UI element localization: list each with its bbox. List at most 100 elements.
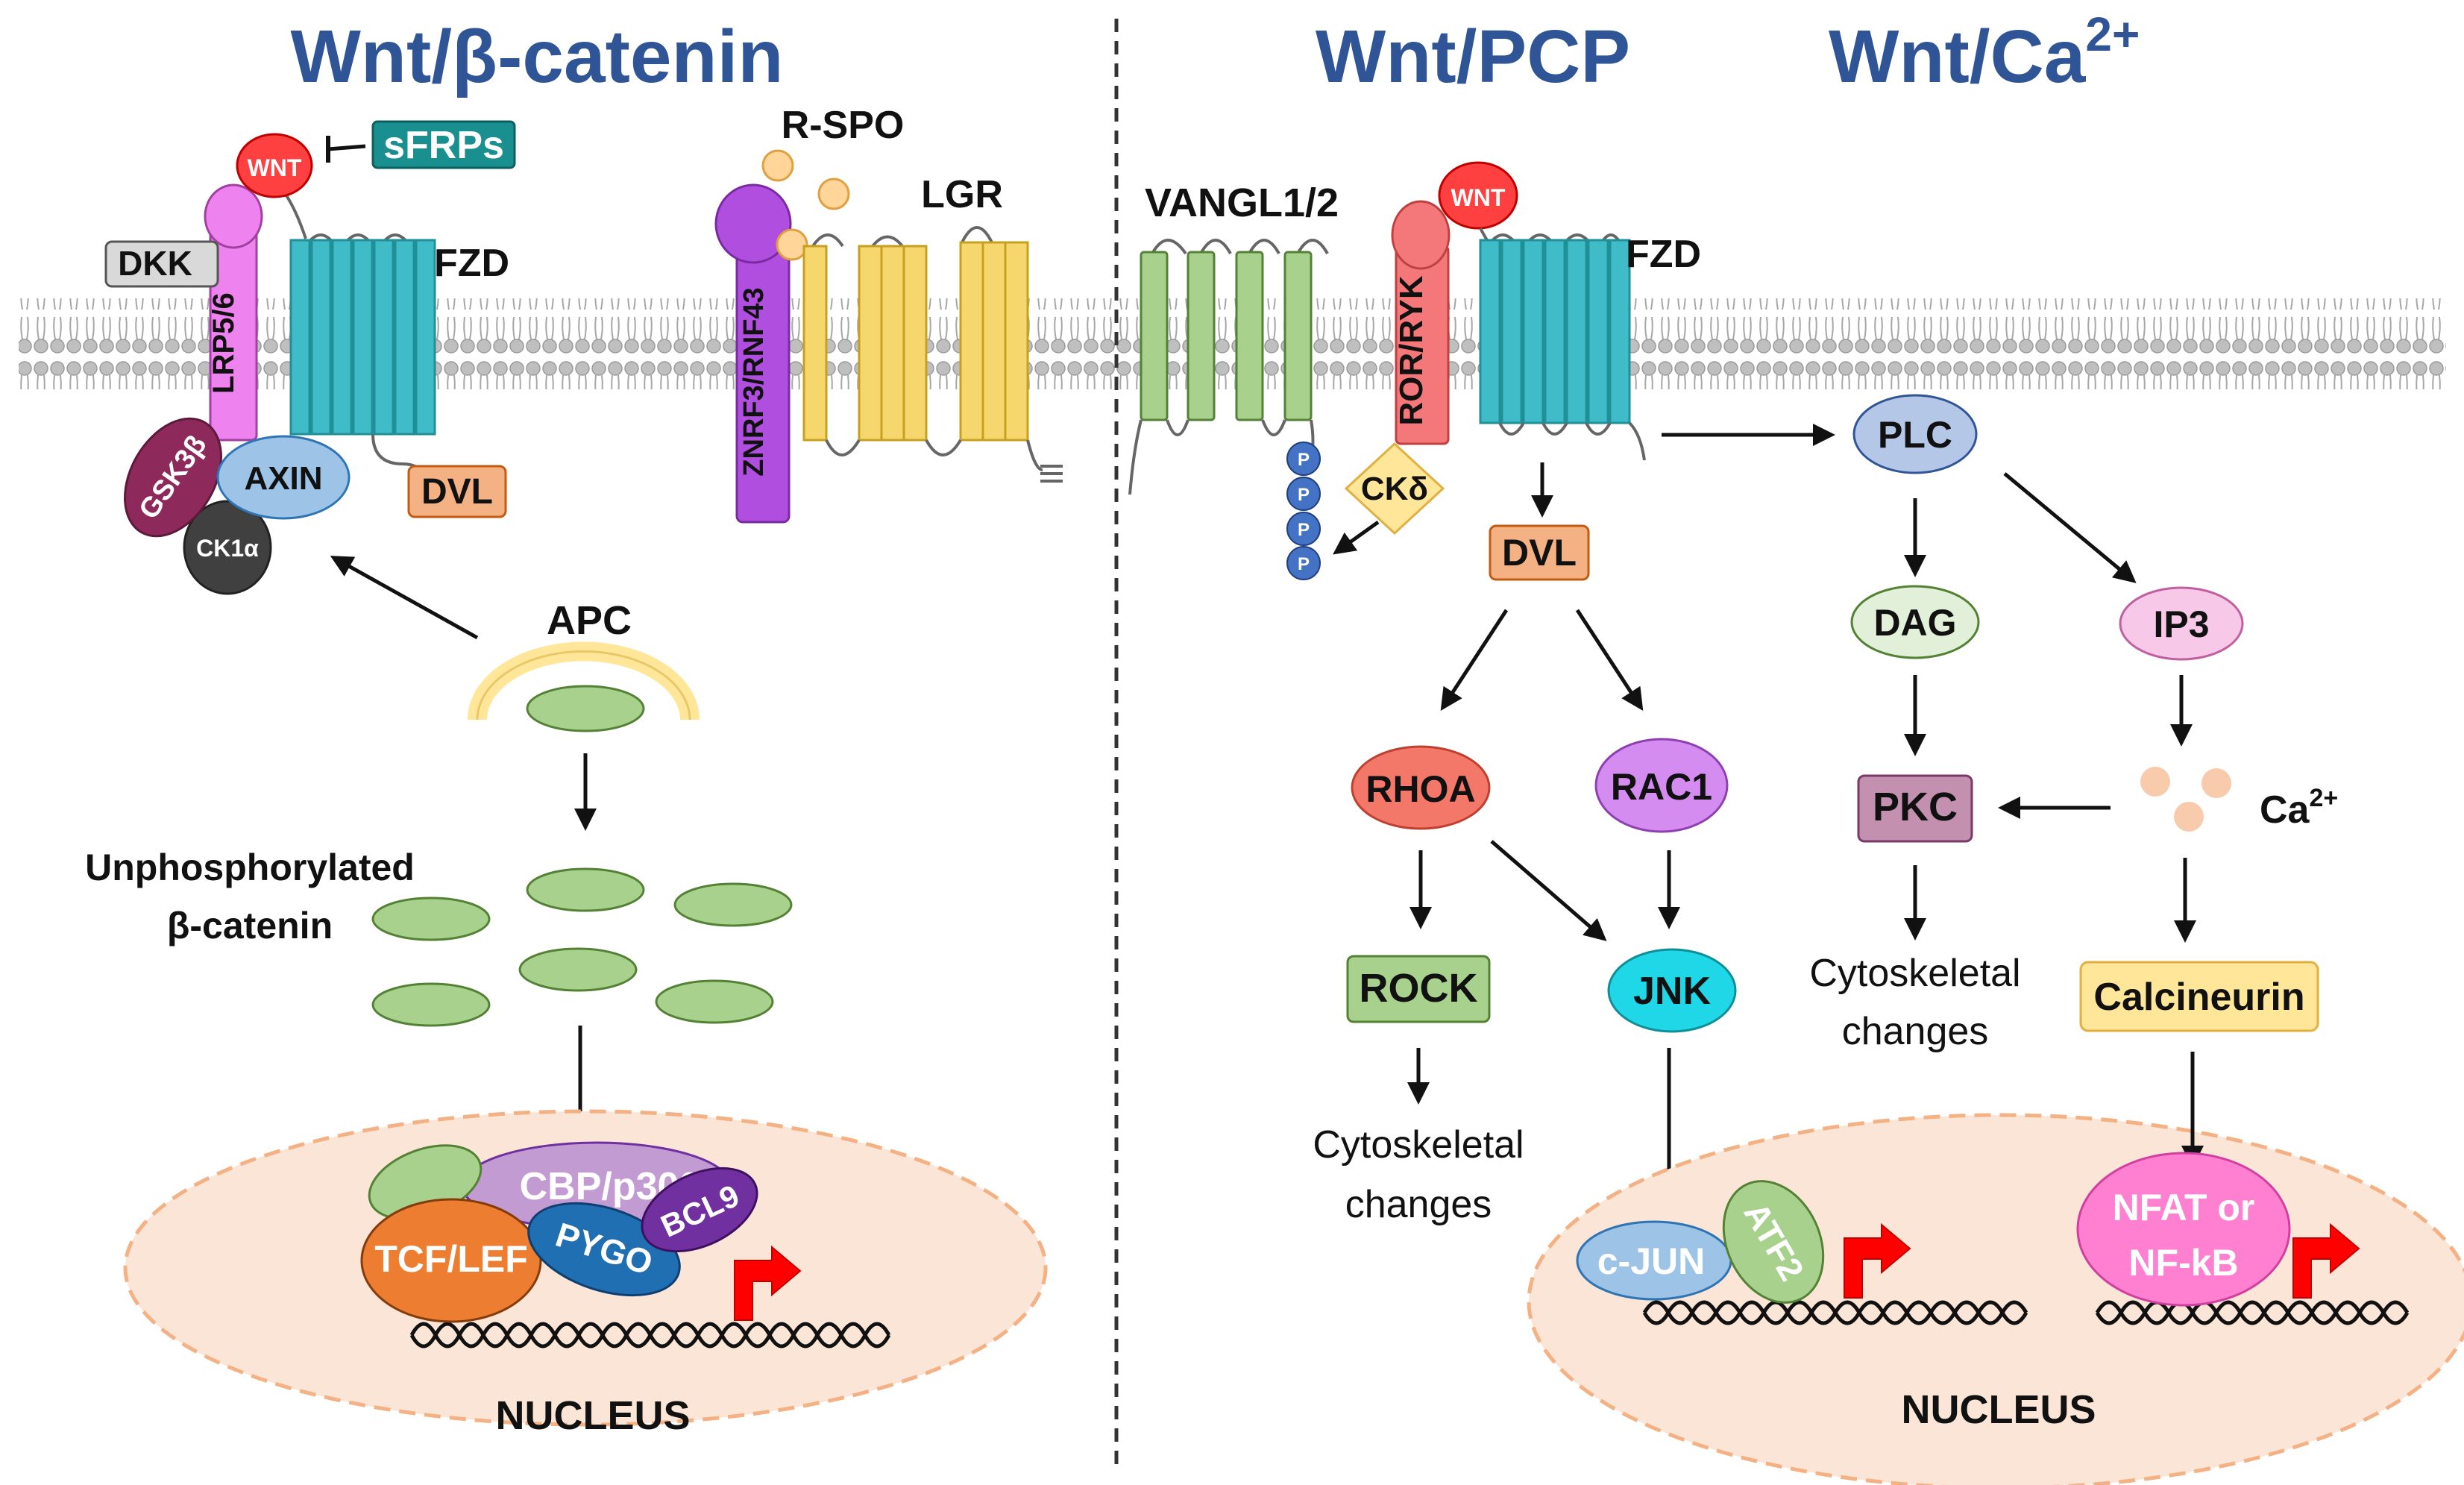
title-pcp: Wnt/PCP [1316,15,1630,98]
label-cyto2-line1: Cytoskeletal [1809,952,2020,995]
fzd-receptor-left [289,233,436,436]
jnk-protein [1607,948,1737,1033]
phospho-3 [1286,512,1321,546]
label-pkc: PKC [1873,785,1958,829]
phospho-label-3: P [1298,520,1310,540]
axin-protein [216,435,351,520]
fzd-receptor-right [1479,233,1646,461]
arrow-dvl-rac1 [1575,609,1644,712]
label-wnt-right: WNT [1451,184,1506,211]
beta-catenin-4 [518,947,638,992]
label-dvl-left: DVL [421,472,493,512]
beta-catenin-apc [526,685,645,732]
rspo-ball-3 [776,228,808,261]
label-nucleus-left: NUCLEUS [495,1393,690,1438]
rspo-ball-1 [761,149,794,182]
label-ip3: IP3 [2153,603,2209,645]
rspo-ball-2 [817,178,850,210]
dna-left [409,1322,891,1349]
beta-catenin-2 [371,897,491,941]
phospho-label-4: P [1298,554,1310,574]
dna-right-1 [1642,1300,2028,1325]
label-dag: DAG [1873,602,1956,644]
label-rac1: RAC1 [1611,766,1712,808]
label-ca: Ca2+ [2260,784,2338,832]
ckd-protein [1344,442,1445,536]
dvl-box-right [1489,524,1590,581]
label-calcineurin: Calcineurin [2093,976,2304,1019]
label-wnt-left: WNT [248,154,302,181]
phospho-1 [1286,442,1321,476]
wnt-ligand-right [1438,161,1518,230]
label-cjun: c-JUN [1597,1240,1705,1282]
rhoa-protein [1351,745,1491,830]
lgr-receptor [802,226,1063,483]
beta-catenin-3 [673,882,793,927]
label-lrp: LRP5/6 [207,292,240,394]
ck1a-protein [183,500,272,595]
arrow-apc-to-axin [330,556,479,640]
label-jnk: JNK [1633,970,1711,1013]
label-vangl: VANGL1/2 [1145,180,1339,225]
label-tcf: TCF/LEF [374,1238,528,1280]
label-unphos-1: Unphosphorylated [85,847,415,888]
calcineurin-box [2079,961,2319,1032]
label-rhoa: RHOA [1365,768,1475,810]
label-ror: ROR/RYK [1393,275,1430,425]
sfrps-box [371,120,516,169]
arrow-dvl-rhoa [1440,609,1509,712]
dag-protein [1850,585,1980,659]
transcription-arrow-right-1 [1844,1222,1911,1299]
calcium-ion-2 [2201,768,2231,798]
gsk3b-protein [124,417,222,538]
label-cyto1-line1: Cytoskeletal [1313,1123,1524,1167]
phospho-label-2: P [1298,485,1310,505]
label-unphos-2: β-catenin [167,905,333,946]
beta-catenin-5 [371,982,491,1027]
label-dkk: DKK [118,244,192,283]
label-ckd: CKδ [1361,471,1428,507]
dvl-box-left [407,465,507,518]
arrow-plc-ip3 [2003,472,2137,583]
plc-protein [1852,394,1978,474]
ror-head [1391,200,1451,270]
label-cyto1-line2: changes [1345,1183,1492,1226]
label-plc: PLC [1878,414,1952,456]
label-nucleus-right: NUCLEUS [1901,1387,2096,1432]
phospho-4 [1286,546,1321,580]
title-canonical: Wnt/β-catenin [291,15,784,98]
label-axin: AXIN [244,460,322,497]
arrow-ckd-phospho [1333,520,1380,555]
atf2-protein [1722,1180,1825,1304]
vangl-receptor [1128,239,1329,495]
label-fzd-right: FZD [1626,233,1701,276]
phospho-label-1: P [1298,450,1310,470]
label-rspo: R-SPO [782,104,905,147]
label-lgr: LGR [921,173,1003,216]
beta-catenin-6 [655,979,774,1024]
rac1-protein [1594,738,1729,833]
ip3-protein [2119,586,2244,661]
label-cyto2-line2: changes [1842,1010,1989,1053]
calcium-ion-3 [2174,802,2204,832]
bcl9-protein [641,1167,758,1253]
beta-catenin-1 [526,867,645,912]
label-nfat-1: NFAT or [2113,1187,2255,1228]
znrf-head [714,183,792,264]
rock-box [1346,955,1491,1023]
label-rock: ROCK [1360,966,1478,1011]
label-sfrps: sFRPs [383,124,504,167]
tcf-protein [360,1198,542,1323]
arrow-rhoa-jnk [1490,840,1607,941]
label-ck1a: CK1α [196,535,259,562]
calcium-ion-1 [2140,767,2170,797]
phospho-2 [1286,477,1321,511]
label-apc: APC [547,598,632,643]
dkk-box [104,240,219,288]
pkc-box [1857,774,1973,843]
nfat-protein [2076,1152,2291,1307]
title-calcium: Wnt/Ca2+ [1829,7,2140,98]
transcription-arrow-right-2 [2292,1222,2360,1299]
label-dvl-right: DVL [1502,532,1577,574]
